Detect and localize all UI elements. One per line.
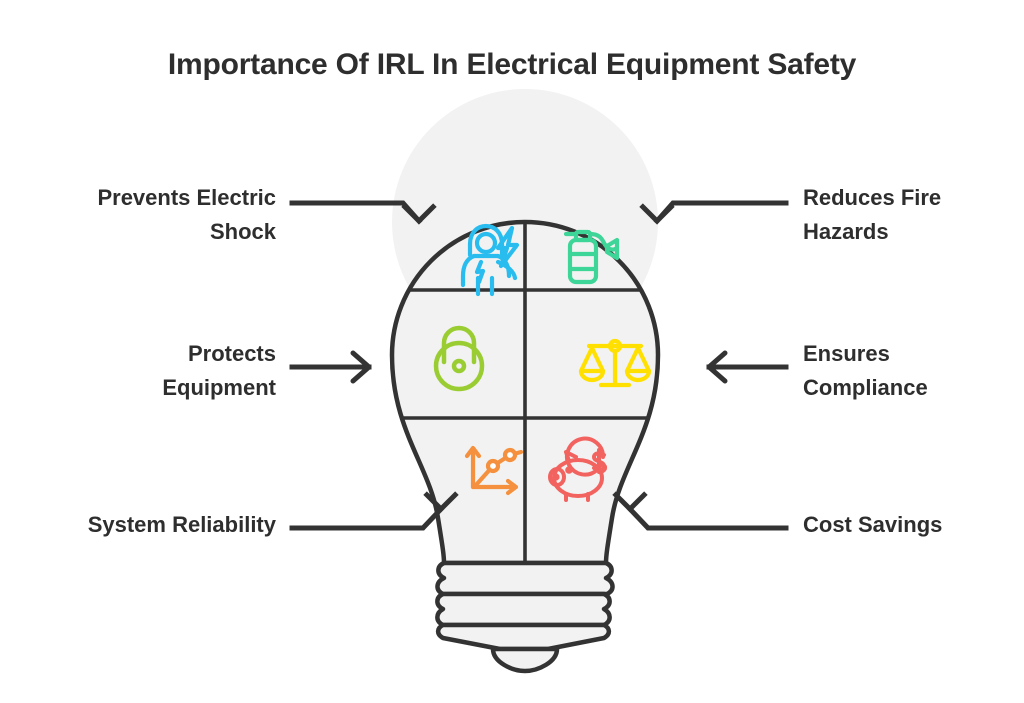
screw-ring-1 [435,560,615,597]
arrow-system-reliability [289,491,459,531]
bulb-screw-base [435,560,615,674]
label-cost-savings: Cost Savings [803,512,943,537]
label-system-reliability: System Reliability [87,512,276,537]
arrow-ensures-compliance [706,350,789,384]
page-title: Importance Of IRL In Electrical Equipmen… [167,48,857,81]
arrow-cost-savings [612,491,789,531]
electric-shock-person-icon [460,223,520,297]
fire-extinguisher-icon [563,229,620,285]
arrow-protects-equipment [289,350,372,384]
padlock-icon [433,325,485,392]
arrow-reduces-fire-hazards [639,200,789,225]
screw-ring-2 [435,591,612,628]
label-prevents-electric-shock: Prevents Electric Shock [97,185,276,245]
balance-scales-icon [578,338,652,388]
screw-tip [490,646,560,674]
bulb-cell-dividers [392,222,658,562]
arrow-group [289,200,789,531]
arrow-prevents-electric-shock [289,200,437,225]
label-protects-equipment: Protects Equipment [162,341,276,401]
screw-ring-3 [435,622,612,652]
label-reduces-fire-hazards: Reduces Fire Hazards [803,185,942,245]
label-ensures-compliance: Ensures Compliance [803,341,928,401]
piggy-bank-icon [548,436,608,502]
line-chart-icon [464,445,524,496]
